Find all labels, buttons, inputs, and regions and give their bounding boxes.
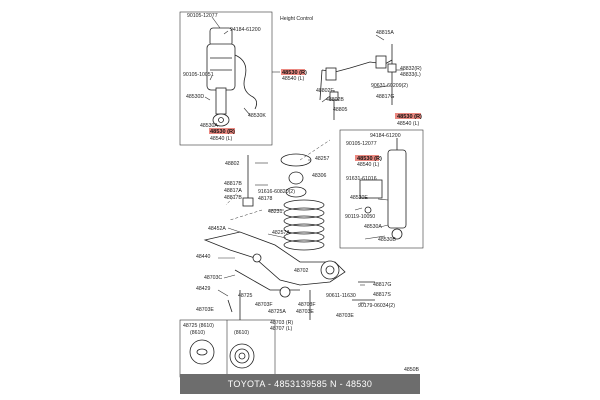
- label-l10: 48530 (R): [282, 70, 307, 76]
- label-l57: 90179-06034(2): [358, 303, 395, 309]
- label-l24: 48530 (R): [357, 156, 382, 162]
- label-l39: 48231: [268, 209, 283, 215]
- label-l38: 48178: [258, 196, 273, 202]
- inset-parts: [189, 339, 255, 369]
- label-l47: 48703F: [255, 302, 273, 308]
- label-l11: 48540 (L): [282, 76, 304, 82]
- label-l59: 48725 (8610): [183, 323, 214, 329]
- label-l56: 90611-11630: [326, 293, 356, 299]
- label-l28: 48530A: [364, 224, 382, 230]
- label-l1: 90105-12077: [187, 13, 218, 19]
- label-l32: 48257: [315, 156, 330, 162]
- part-number-footer: TOYOTA - 4853139585 N - 48530: [180, 374, 420, 394]
- label-l42: 48440: [196, 254, 211, 260]
- highlight-48530-top-center: [281, 69, 305, 75]
- label-l17: 48802E: [316, 88, 334, 94]
- label-l21: 48540 (L): [397, 121, 419, 127]
- label-l31: 48802: [225, 161, 240, 167]
- label-l35: 48817A: [224, 188, 242, 194]
- label-l19: 48805: [333, 107, 348, 113]
- label-l12: 48815A: [376, 30, 394, 36]
- label-l58: 48703E: [336, 313, 354, 319]
- label-l4: 48530D: [186, 94, 204, 100]
- label-l7: 48530 (R): [210, 129, 235, 135]
- label-l49: 48725A: [268, 309, 286, 315]
- air-shock-strut: [206, 27, 257, 127]
- air-shock-group-box: [179, 11, 273, 146]
- label-l16: 48817G: [376, 94, 394, 100]
- highlight-48530-top-right: [395, 113, 421, 119]
- label-l23: 90105-12077: [346, 141, 377, 147]
- label-l22: 94184-61200: [370, 133, 401, 139]
- label-l43: 48703C: [204, 275, 222, 281]
- label-l61: (8610): [234, 330, 249, 336]
- label-l14: 48833(L): [400, 72, 421, 78]
- label-l30: 48530B: [378, 237, 396, 243]
- label-l2: 94184-61200: [230, 27, 261, 33]
- coil-spring-assembly: [242, 153, 325, 251]
- highlight-48530-top-left: [209, 128, 235, 134]
- label-l55: 48817S: [373, 292, 391, 298]
- label-l26: 91631-61016: [346, 176, 377, 182]
- label-l25: 48540 (L): [357, 162, 379, 168]
- label-l41: 48257A: [272, 230, 290, 236]
- label-l18: 48802B: [326, 97, 344, 103]
- stabilizer-bar: [319, 44, 397, 120]
- label-l45: 48703E: [196, 307, 214, 313]
- label-l40: 48452A: [208, 226, 226, 232]
- label-l15: 90631-60209(2): [371, 83, 408, 89]
- label-l9: Height Control: [280, 16, 313, 22]
- shock-absorber-group-box: [339, 129, 424, 249]
- label-l34: 48817B: [224, 181, 242, 187]
- label-l29: 90119-10050: [345, 214, 375, 220]
- label-l51: 48703E: [296, 309, 314, 315]
- label-l8: 48540 (L): [210, 136, 232, 142]
- label-l5: 48530K: [248, 113, 266, 119]
- label-l48: 48702: [294, 268, 309, 274]
- label-l44: 48429: [196, 286, 211, 292]
- label-l54: 48817G: [373, 282, 391, 288]
- label-l20: 48530 (R): [397, 114, 422, 120]
- label-l46: 48725: [238, 293, 253, 299]
- label-l6: 48530A: [200, 123, 218, 129]
- label-l37: 91616-60820(2): [258, 189, 295, 195]
- highlight-48530-right-box: [355, 155, 379, 161]
- label-l62: 4850B: [404, 367, 420, 373]
- label-l27: 48530E: [350, 195, 368, 201]
- label-l3: 90105-10051: [183, 72, 214, 78]
- label-l33: 48306: [312, 173, 327, 179]
- rear-axle-assembly: [203, 231, 375, 320]
- label-l53: 48707 (L): [270, 326, 292, 332]
- shock-absorber: [359, 138, 407, 240]
- label-l52: 48703 (R): [270, 320, 293, 326]
- label-l60: (8610): [190, 330, 205, 336]
- label-l13: 48832(R): [400, 66, 422, 72]
- label-l36: 48817B: [224, 195, 242, 201]
- label-l50: 48703F: [298, 302, 316, 308]
